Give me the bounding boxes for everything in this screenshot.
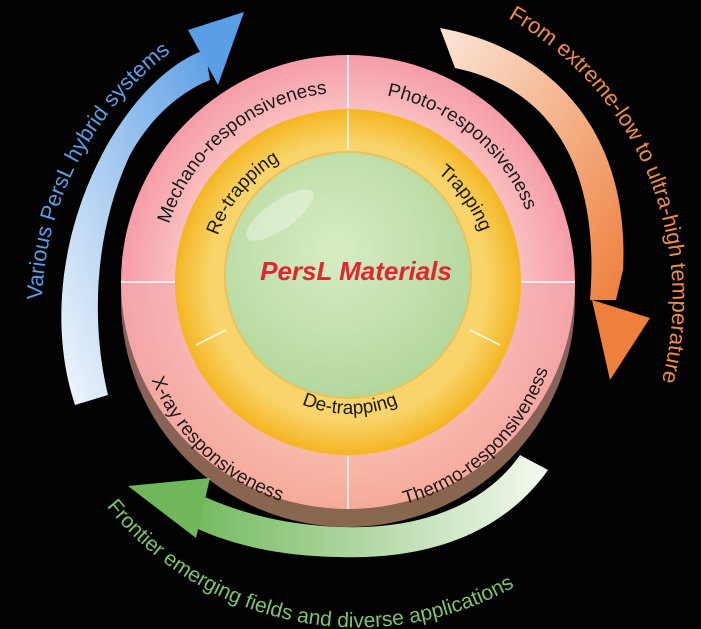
arrow-top-right [440, 28, 650, 380]
center-circle [224, 151, 472, 399]
arrow-left [61, 12, 244, 405]
arrow-bottom [128, 455, 548, 558]
center-title: PersL Materials [260, 256, 452, 286]
